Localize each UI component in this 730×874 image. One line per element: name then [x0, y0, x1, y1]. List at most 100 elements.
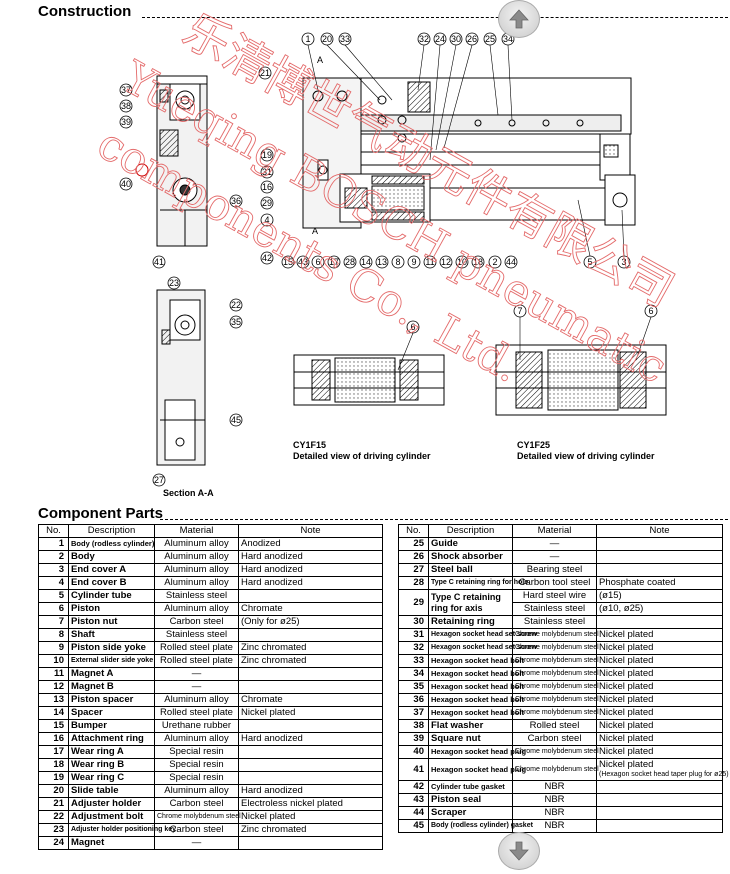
part-number: 16	[38, 732, 69, 746]
part-description: Magnet B	[68, 680, 155, 694]
end-view	[135, 75, 208, 247]
svg-text:1: 1	[305, 34, 310, 44]
table-row: Stainless steel(ø10, ø25)	[399, 602, 723, 616]
part-note: Nickel plated	[596, 628, 723, 642]
part-material: Stainless steel	[512, 615, 597, 629]
part-note	[238, 771, 383, 785]
part-material: Aluminum alloy	[154, 537, 239, 551]
part-description: Hexagon socket head plug	[428, 758, 526, 781]
callout-4: 4	[260, 213, 274, 227]
part-material: Aluminum alloy	[154, 602, 239, 616]
svg-text:29: 29	[262, 198, 272, 208]
scroll-up-button[interactable]	[498, 0, 540, 38]
part-number: 20	[38, 784, 69, 798]
svg-text:42: 42	[262, 253, 272, 263]
callout-26: 26	[465, 32, 479, 46]
header-no: No.	[398, 524, 429, 538]
part-note	[596, 550, 723, 564]
part-note: Hard anodized	[238, 550, 383, 564]
part-material: Special resin	[154, 771, 239, 785]
callout-1: 1	[301, 32, 315, 46]
svg-text:8: 8	[395, 257, 400, 267]
part-description: Bumper	[68, 719, 155, 733]
callout-6-detail25: 6	[644, 304, 658, 318]
part-note: Phosphate coated	[596, 576, 723, 590]
part-description: Cylinder tube gasket	[428, 780, 513, 794]
part-note: Nickel plated	[238, 810, 383, 824]
part-description: Guide	[428, 537, 513, 551]
part-note	[238, 589, 383, 603]
callout-20: 20	[320, 32, 334, 46]
part-note-text: Hard anodized	[241, 551, 303, 562]
callout-35: 35	[229, 315, 243, 329]
callout-3: 3	[617, 255, 631, 269]
part-description: Adjuster holder positioning key	[68, 823, 176, 837]
svg-text:15: 15	[283, 257, 293, 267]
scroll-down-button[interactable]	[498, 832, 540, 870]
section-a-a-view	[156, 289, 206, 466]
part-note-text: Anodized	[241, 538, 281, 549]
part-note-text: Nickel plated	[599, 733, 654, 744]
svg-text:44: 44	[506, 257, 516, 267]
header-note: Note	[596, 524, 723, 538]
part-material: Aluminum alloy	[154, 784, 239, 798]
part-note	[596, 563, 723, 577]
part-description: Wear ring A	[68, 745, 155, 759]
svg-text:27: 27	[154, 475, 164, 485]
part-number: 27	[398, 563, 429, 577]
svg-text:26: 26	[467, 34, 477, 44]
part-note-text: Nickel plated	[599, 707, 654, 718]
svg-text:35: 35	[231, 317, 241, 327]
part-description: Cylinder tube	[68, 589, 155, 603]
svg-text:5: 5	[587, 257, 592, 267]
callout-7-detail25: 7	[513, 304, 527, 318]
part-note: Nickel plated	[596, 667, 723, 681]
table-header-row: No. Description Material Note	[398, 524, 723, 538]
part-note: (ø15)	[596, 589, 723, 603]
part-number: 17	[38, 745, 69, 759]
part-number: 5	[38, 589, 69, 603]
svg-text:28: 28	[345, 257, 355, 267]
svg-text:2: 2	[492, 257, 497, 267]
part-material: Chrome molybdenum steel	[512, 667, 599, 681]
header-note: Note	[238, 524, 383, 538]
part-material: Stainless steel	[512, 602, 597, 616]
part-description: Hexagon socket head plug	[428, 745, 526, 759]
part-number: 8	[38, 628, 69, 642]
header-description: Description	[428, 524, 513, 538]
part-number: 15	[38, 719, 69, 733]
callout-6: 6	[311, 255, 325, 269]
part-number: 35	[398, 680, 429, 694]
part-material: NBR	[512, 793, 597, 807]
part-note: Zinc chromated	[238, 823, 383, 837]
part-material: NBR	[512, 780, 597, 794]
part-description: Wear ring C	[68, 771, 155, 785]
part-number: 37	[398, 706, 429, 720]
callout-42: 42	[260, 251, 274, 265]
part-description: Slide table	[68, 784, 155, 798]
part-note-text: (Only for ø25)	[241, 616, 300, 627]
part-note: Chromate	[238, 693, 383, 707]
part-material: —	[154, 836, 239, 850]
part-note: Hard anodized	[238, 576, 383, 590]
part-note: Hard anodized	[238, 732, 383, 746]
part-description: Piston side yoke	[68, 641, 155, 655]
part-description: Piston nut	[68, 615, 155, 629]
part-note-text: Nickel plated	[599, 668, 654, 679]
callout-40: 40	[119, 177, 133, 191]
part-note: Zinc chromated	[238, 641, 383, 655]
